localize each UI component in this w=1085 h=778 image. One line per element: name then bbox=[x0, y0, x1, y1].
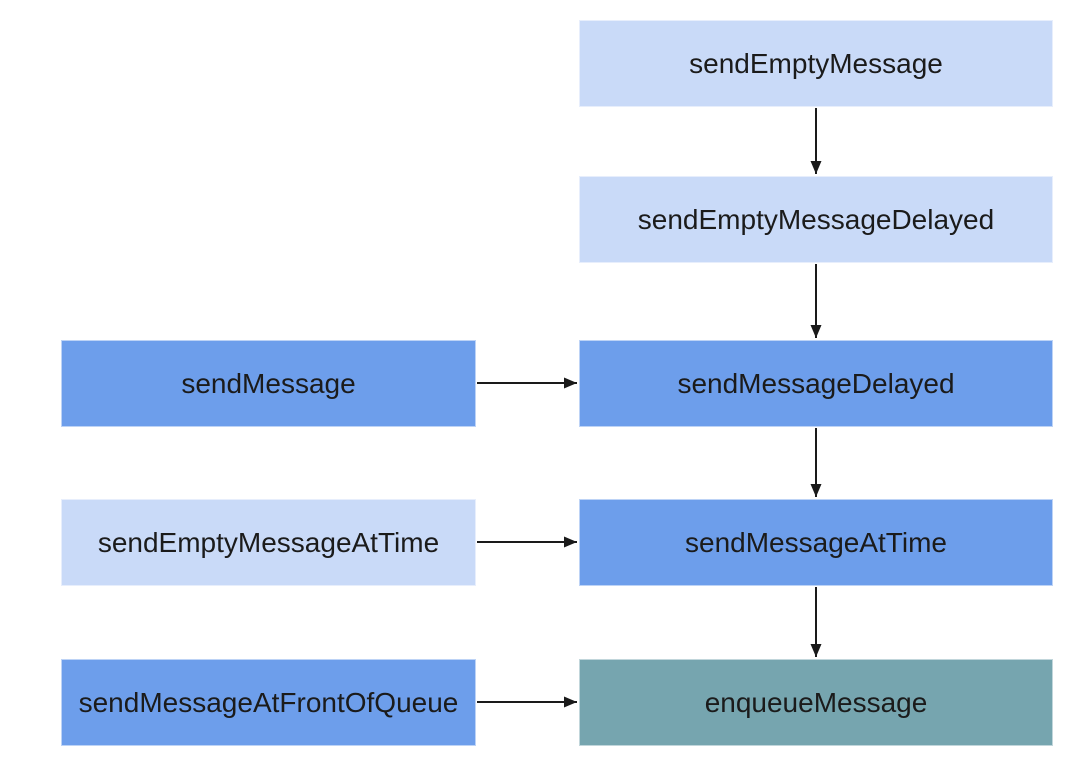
node-label: sendEmptyMessage bbox=[689, 47, 943, 79]
node-sendEmptyMessageDelayed: sendEmptyMessageDelayed bbox=[579, 176, 1053, 263]
node-sendMessageDelayed: sendMessageDelayed bbox=[579, 340, 1053, 427]
node-label: sendMessageAtTime bbox=[685, 526, 947, 558]
node-sendMessageAtTime: sendMessageAtTime bbox=[579, 499, 1053, 586]
node-sendMessage: sendMessage bbox=[61, 340, 476, 427]
node-label: sendMessageDelayed bbox=[677, 367, 955, 399]
node-label: sendEmptyMessageAtTime bbox=[97, 526, 440, 558]
node-enqueueMessage: enqueueMessage bbox=[579, 659, 1053, 746]
node-label: sendMessageAtFrontOfQueue bbox=[78, 686, 459, 718]
node-sendMessageAtFrontOfQueue: sendMessageAtFrontOfQueue bbox=[61, 659, 476, 746]
node-label: sendEmptyMessageDelayed bbox=[637, 203, 995, 235]
node-label: sendMessage bbox=[181, 367, 356, 399]
node-label: enqueueMessage bbox=[704, 686, 928, 718]
node-sendEmptyMessageAtTime: sendEmptyMessageAtTime bbox=[61, 499, 476, 586]
node-sendEmptyMessage: sendEmptyMessage bbox=[579, 20, 1053, 107]
